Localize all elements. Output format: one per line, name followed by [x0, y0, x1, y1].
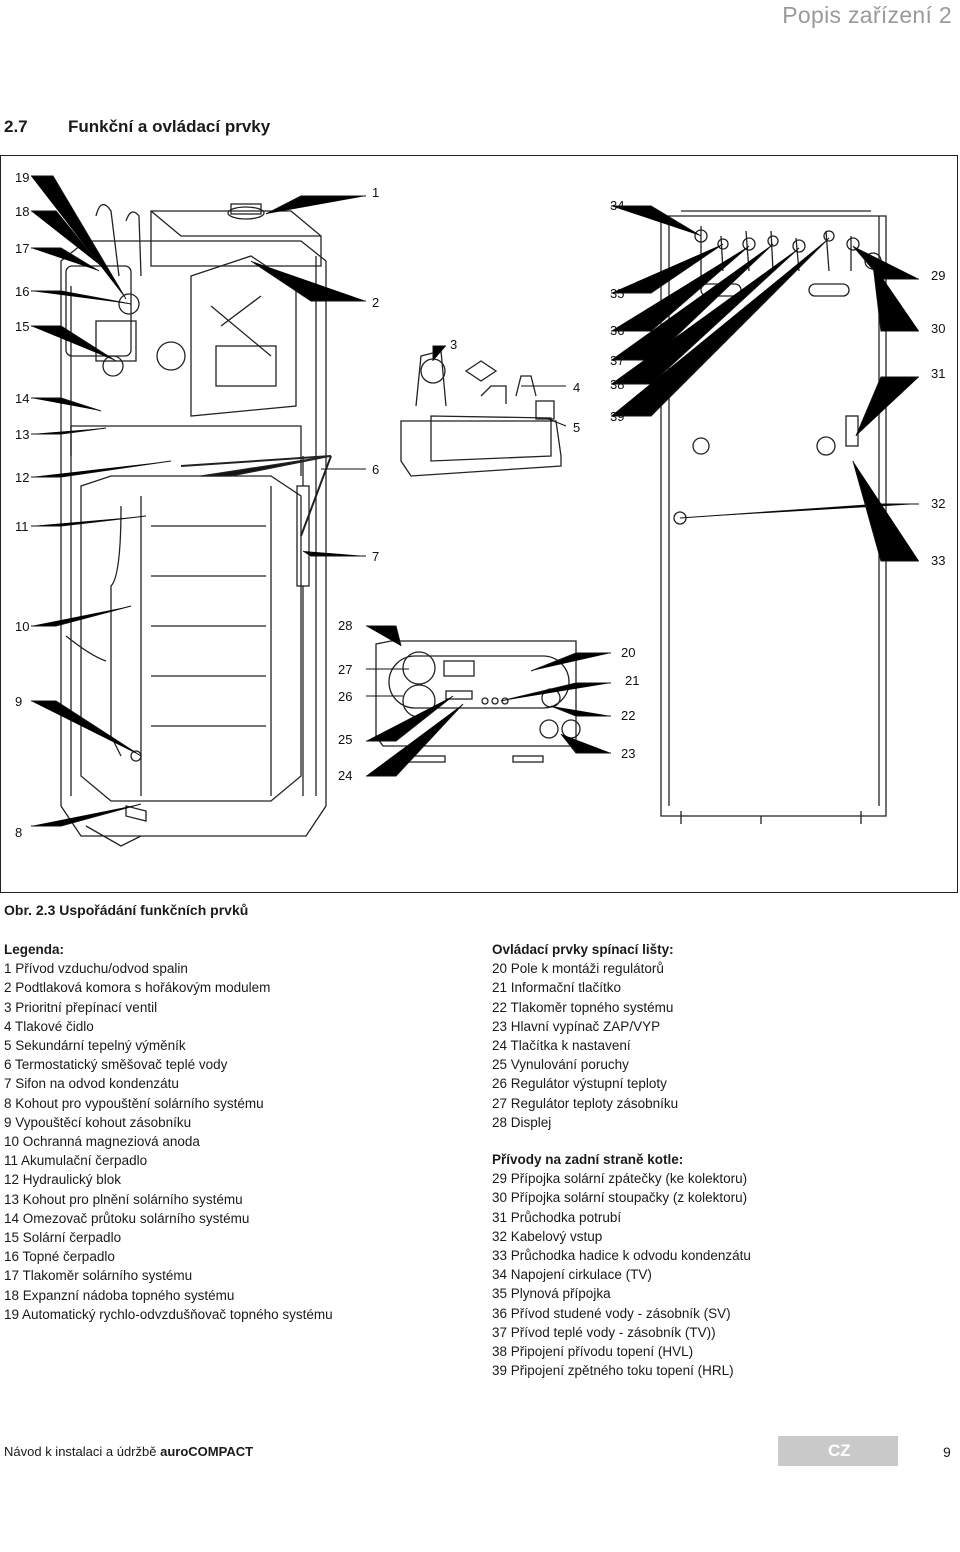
callout-5: 5 [573, 420, 581, 435]
controls-list: Ovládací prvky spínací lišty: 20 Pole k … [492, 940, 751, 1380]
rear-item: 34 Napojení cirkulace (TV) [492, 1267, 652, 1283]
callout-10: 10 [15, 619, 30, 634]
footer-product: auroCOMPACT [160, 1444, 254, 1459]
legend-item: 11 Akumulační čerpadlo [4, 1153, 148, 1169]
callout-31: 31 [931, 366, 946, 381]
control-panel-detail [375, 640, 581, 763]
rear-item: 36 Přívod studené vody - zásobník (SV) [492, 1305, 731, 1321]
callout-25: 25 [338, 732, 353, 747]
callout-30: 30 [931, 321, 946, 336]
callout-18: 18 [15, 204, 30, 219]
callout-28: 28 [338, 618, 353, 633]
legend-item: 9 Vypouštěcí kohout zásobníku [4, 1114, 192, 1130]
callout-38: 38 [610, 377, 625, 392]
legend-item: 15 Solární čerpadlo [4, 1230, 122, 1246]
callout-14: 14 [15, 391, 30, 406]
controls-item: 21 Informační tlačítko [492, 980, 622, 996]
legend-item: 17 Tlakoměr solárního systému [4, 1268, 193, 1284]
rear-item: 31 Průchodka potrubí [492, 1209, 622, 1225]
rear-item: 35 Plynová přípojka [492, 1286, 611, 1302]
legend-item: 8 Kohout pro vypouštění solárního systém… [4, 1095, 264, 1111]
callout-20: 20 [621, 645, 636, 660]
rear-item: 37 Přívod teplé vody - zásobník (TV)) [492, 1324, 716, 1340]
legend-item: 5 Sekundární tepelný výměník [4, 1038, 186, 1054]
legend-item: 1 Přívod vzduchu/odvod spalin [4, 961, 188, 977]
section-number: 2.7 [4, 117, 28, 136]
controls-item: 23 Hlavní vypínač ZAP/VYP [492, 1018, 661, 1034]
legend-item: 2 Podtlaková komora s hořákovým modulem [4, 980, 271, 996]
legend-item: 3 Prioritní přepínací ventil [4, 999, 158, 1015]
callout-2: 2 [372, 295, 380, 310]
callout-13: 13 [15, 427, 30, 442]
rear-item: 32 Kabelový vstup [492, 1228, 603, 1244]
callout-6: 6 [372, 462, 380, 477]
boiler-unit-drawing [60, 203, 327, 847]
callout-9: 9 [15, 694, 23, 709]
controls-item: 27 Regulátor teploty zásobníku [492, 1095, 679, 1111]
callout-17: 17 [15, 241, 30, 256]
hydraulic-block-detail [180, 350, 562, 537]
rear-heading: Přívody na zadní straně kotle: [492, 1152, 684, 1168]
rear-item: 29 Přípojka solární zpátečky (ke kolekto… [492, 1171, 748, 1187]
country-code: CZ [828, 1441, 851, 1460]
controls-item: 28 Displej [492, 1114, 552, 1130]
controls-item: 25 Vynulování poruchy [492, 1057, 629, 1073]
callout-27: 27 [338, 662, 353, 677]
figure-drawing [31, 175, 919, 847]
callout-32: 32 [931, 496, 946, 511]
callout-7: 7 [372, 549, 380, 564]
legend-item: 10 Ochranná magneziová anoda [4, 1134, 200, 1150]
callout-22: 22 [621, 708, 636, 723]
callout-15: 15 [15, 319, 30, 334]
legend-item: 19 Automatický rychlo-odvzdušňovač topné… [4, 1306, 333, 1322]
callout-33: 33 [931, 553, 946, 568]
callout-24: 24 [338, 768, 353, 783]
callout-21: 21 [625, 673, 640, 688]
legend-item: 4 Tlakové čidlo [4, 1018, 94, 1034]
callout-34: 34 [610, 198, 625, 213]
callout-19: 19 [15, 170, 30, 185]
callout-26: 26 [338, 689, 353, 704]
callout-23: 23 [621, 746, 636, 761]
figure-caption: Obr. 2.3 Uspořádání funkčních prvků [4, 902, 249, 918]
chapter-title: Popis zařízení 2 [782, 2, 952, 28]
callout-8: 8 [15, 825, 23, 840]
legend-item: 6 Termostatický směšovač teplé vody [4, 1057, 228, 1073]
callout-29: 29 [931, 268, 946, 283]
controls-heading: Ovládací prvky spínací lišty: [492, 942, 674, 957]
legend-item: 14 Omezovač průtoku solárního systému [4, 1210, 250, 1226]
rear-item: 38 Připojení přívodu topení (HVL) [492, 1344, 694, 1360]
legend-item: 18 Expanzní nádoba topného systému [4, 1287, 235, 1303]
legend-item: 7 Sifon na odvod kondenzátu [4, 1076, 179, 1092]
callout-4: 4 [573, 380, 581, 395]
footer-manual-title: Návod k instalaci a údržbě auroCOMPACT [4, 1444, 253, 1459]
callout-12: 12 [15, 470, 30, 485]
controls-item: 22 Tlakoměr topného systému [492, 999, 674, 1015]
callout-37: 37 [610, 353, 625, 368]
legend-item: 12 Hydraulický blok [4, 1172, 122, 1188]
legend-item: 16 Topné čerpadlo [4, 1249, 115, 1265]
callout-39: 39 [610, 409, 625, 424]
legend-item: 13 Kohout pro plnění solárního systému [4, 1191, 243, 1207]
rear-item: 39 Připojení zpětného toku topení (HRL) [492, 1363, 734, 1379]
callout-35: 35 [610, 286, 625, 301]
callout-1: 1 [372, 185, 380, 200]
controls-item: 24 Tlačítka k nastavení [492, 1038, 631, 1054]
callout-16: 16 [15, 284, 30, 299]
country-badge: CZ [778, 1436, 898, 1466]
figure-illustration: 19 18 17 16 15 14 13 12 11 10 9 8 1 2 3 … [0, 155, 958, 893]
rear-item: 33 Průchodka hadice k odvodu kondenzátu [492, 1248, 751, 1264]
callout-11: 11 [15, 519, 29, 534]
section-title: Funkční a ovládací prvky [68, 117, 271, 136]
callout-36: 36 [610, 323, 625, 338]
controls-item: 20 Pole k montáži regulátorů [492, 961, 664, 977]
legend-heading: Legenda: [4, 942, 65, 957]
legend-list: Legenda: 1 Přívod vzduchu/odvod spalin 2… [4, 940, 333, 1324]
rear-item: 30 Přípojka solární stoupačky (z kolekto… [492, 1190, 748, 1206]
controls-item: 26 Regulátor výstupní teploty [492, 1076, 667, 1092]
footer-manual-prefix: Návod k instalaci a údržbě [4, 1444, 157, 1459]
callout-3: 3 [450, 337, 458, 352]
page-number: 9 [943, 1444, 951, 1460]
